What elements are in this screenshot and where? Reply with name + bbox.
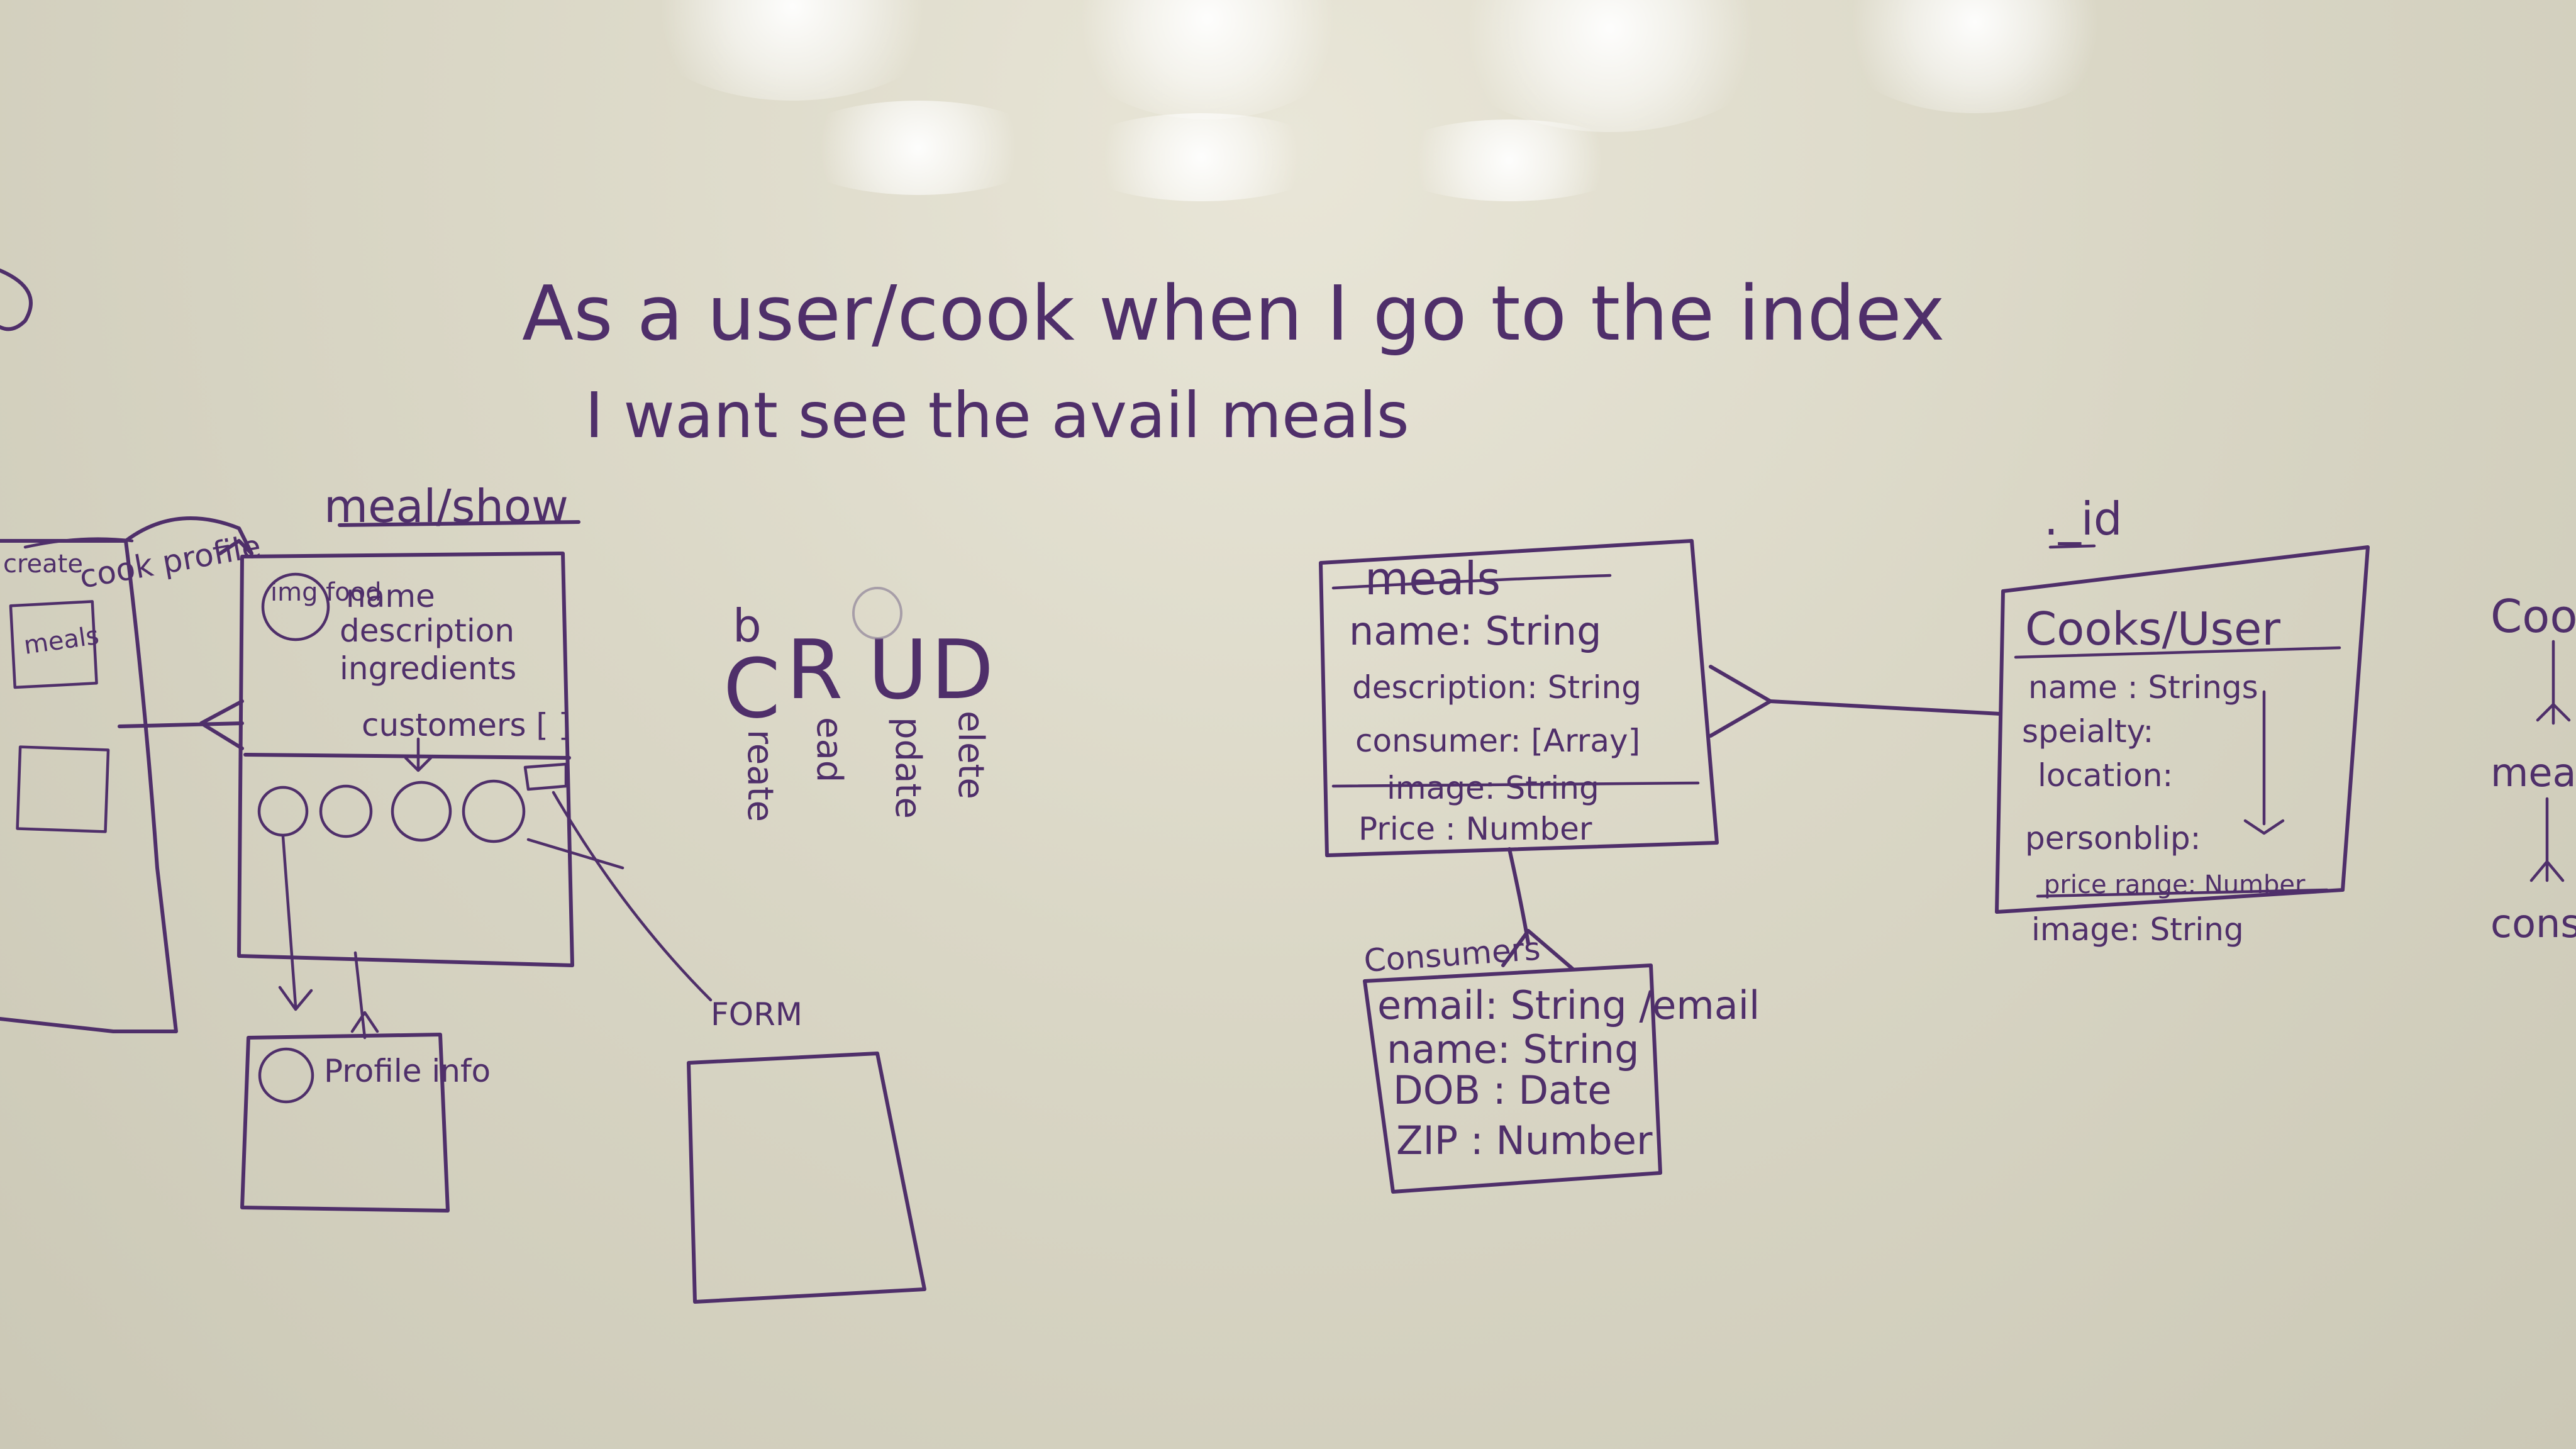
consumers-field-dob: DOB : Date xyxy=(1393,1067,1612,1113)
cooks-field-specialty: speialty: xyxy=(2022,713,2153,750)
relation-meals-consumers xyxy=(1507,847,1530,945)
consumers-field-zip: ZIP : Number xyxy=(1396,1118,1653,1163)
profile-sketch: Profile info xyxy=(240,1033,491,1213)
add-customer-button-sketch xyxy=(523,762,568,791)
crowfoot-meals xyxy=(1709,665,1772,738)
form-sketch: FORM xyxy=(687,996,926,1304)
crud-create: reate xyxy=(740,730,780,822)
consumers-field-email: email: String /email xyxy=(1377,982,1760,1028)
meals-field-consumer: consumer: [Array] xyxy=(1355,723,1640,759)
crud-read: ead xyxy=(809,717,850,782)
cooks-field-image: image: String xyxy=(2031,911,2244,948)
right-edge-sketch: Coo mea cons xyxy=(2490,590,2576,947)
customer-avatar-3 xyxy=(391,780,452,842)
field-description: description xyxy=(340,613,514,649)
field-ingredients: ingredients xyxy=(340,650,516,687)
crowfoot-consumers xyxy=(1501,929,1574,970)
consumers-model: Consumers email: String /email name: Str… xyxy=(1363,931,1760,1194)
meals-title: meals xyxy=(1365,552,1501,605)
crud-r: R xyxy=(786,622,843,718)
cooks-id-label: ._id xyxy=(2044,492,2123,545)
left-label-meals: meals xyxy=(22,621,101,660)
cooks-model: ._id Cooks/User name : Strings speialty:… xyxy=(1995,492,2370,948)
customer-avatar-1 xyxy=(257,786,309,837)
consumers-field-name: name: String xyxy=(1387,1026,1639,1072)
meals-model: meals name: String description: String c… xyxy=(1319,539,1719,857)
story-line-1: As a user/cook when I go to the index xyxy=(522,270,1945,358)
crud-delete: elete xyxy=(950,711,991,799)
left-sketch: create cook profile meals xyxy=(0,516,264,1033)
edge-mark-left xyxy=(0,269,33,331)
cooks-field-name: name : Strings xyxy=(2028,669,2258,706)
customer-avatar-4 xyxy=(462,779,526,843)
left-label-create: create xyxy=(3,550,83,579)
cooks-field-personblip: personblip: xyxy=(2025,820,2201,857)
meal-show-sketch: meal/show img food name description ingr… xyxy=(118,480,713,1040)
cooks-title: Cooks/User xyxy=(2025,602,2280,655)
crud-c: C xyxy=(723,641,780,736)
crud-d: D xyxy=(931,622,994,718)
img-food-label: img food xyxy=(270,578,382,607)
relation-meals-cooks xyxy=(1768,699,2002,716)
meals-field-price: Price : Number xyxy=(1358,811,1592,847)
right-label-cons: cons xyxy=(2490,901,2576,947)
field-name: name xyxy=(346,578,435,614)
crud-mark: b xyxy=(733,599,762,652)
form-label: FORM xyxy=(711,996,802,1033)
meals-field-image: image: String xyxy=(1387,770,1599,806)
right-label-coo: Coo xyxy=(2490,590,2576,643)
meals-field-name: name: String xyxy=(1349,608,1601,654)
profile-info-label: Profile info xyxy=(324,1053,491,1089)
customer-avatar-2 xyxy=(319,784,373,838)
story-line-2: I want see the avail meals xyxy=(585,379,1409,452)
field-customers: customers [ ] xyxy=(362,707,570,743)
meals-field-description: description: String xyxy=(1352,669,1641,706)
crud-u: U xyxy=(868,622,928,718)
crud-update: pdate xyxy=(887,717,928,819)
right-label-mea: mea xyxy=(2490,750,2576,796)
cooks-field-location: location: xyxy=(2038,757,2173,794)
crud-notes: b C R U D reate ead pdate elete xyxy=(723,587,994,822)
